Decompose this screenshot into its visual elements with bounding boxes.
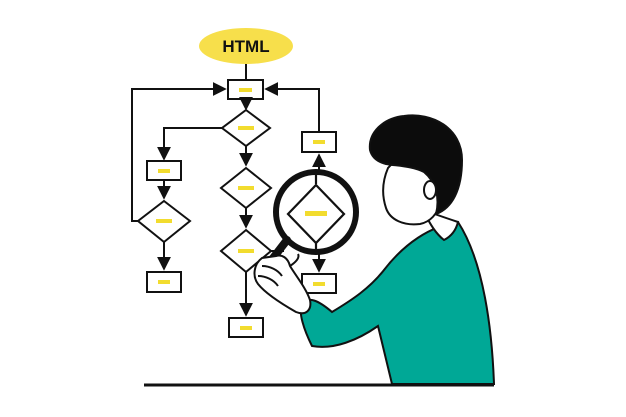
person-icon <box>299 114 496 385</box>
flowchart-icon: HTML <box>131 28 337 338</box>
magnifying-glass-icon <box>266 169 359 266</box>
html-badge-label: HTML <box>222 37 269 56</box>
person-hair <box>368 114 464 216</box>
html-start-badge: HTML <box>199 28 293 64</box>
person-hand <box>253 253 312 315</box>
